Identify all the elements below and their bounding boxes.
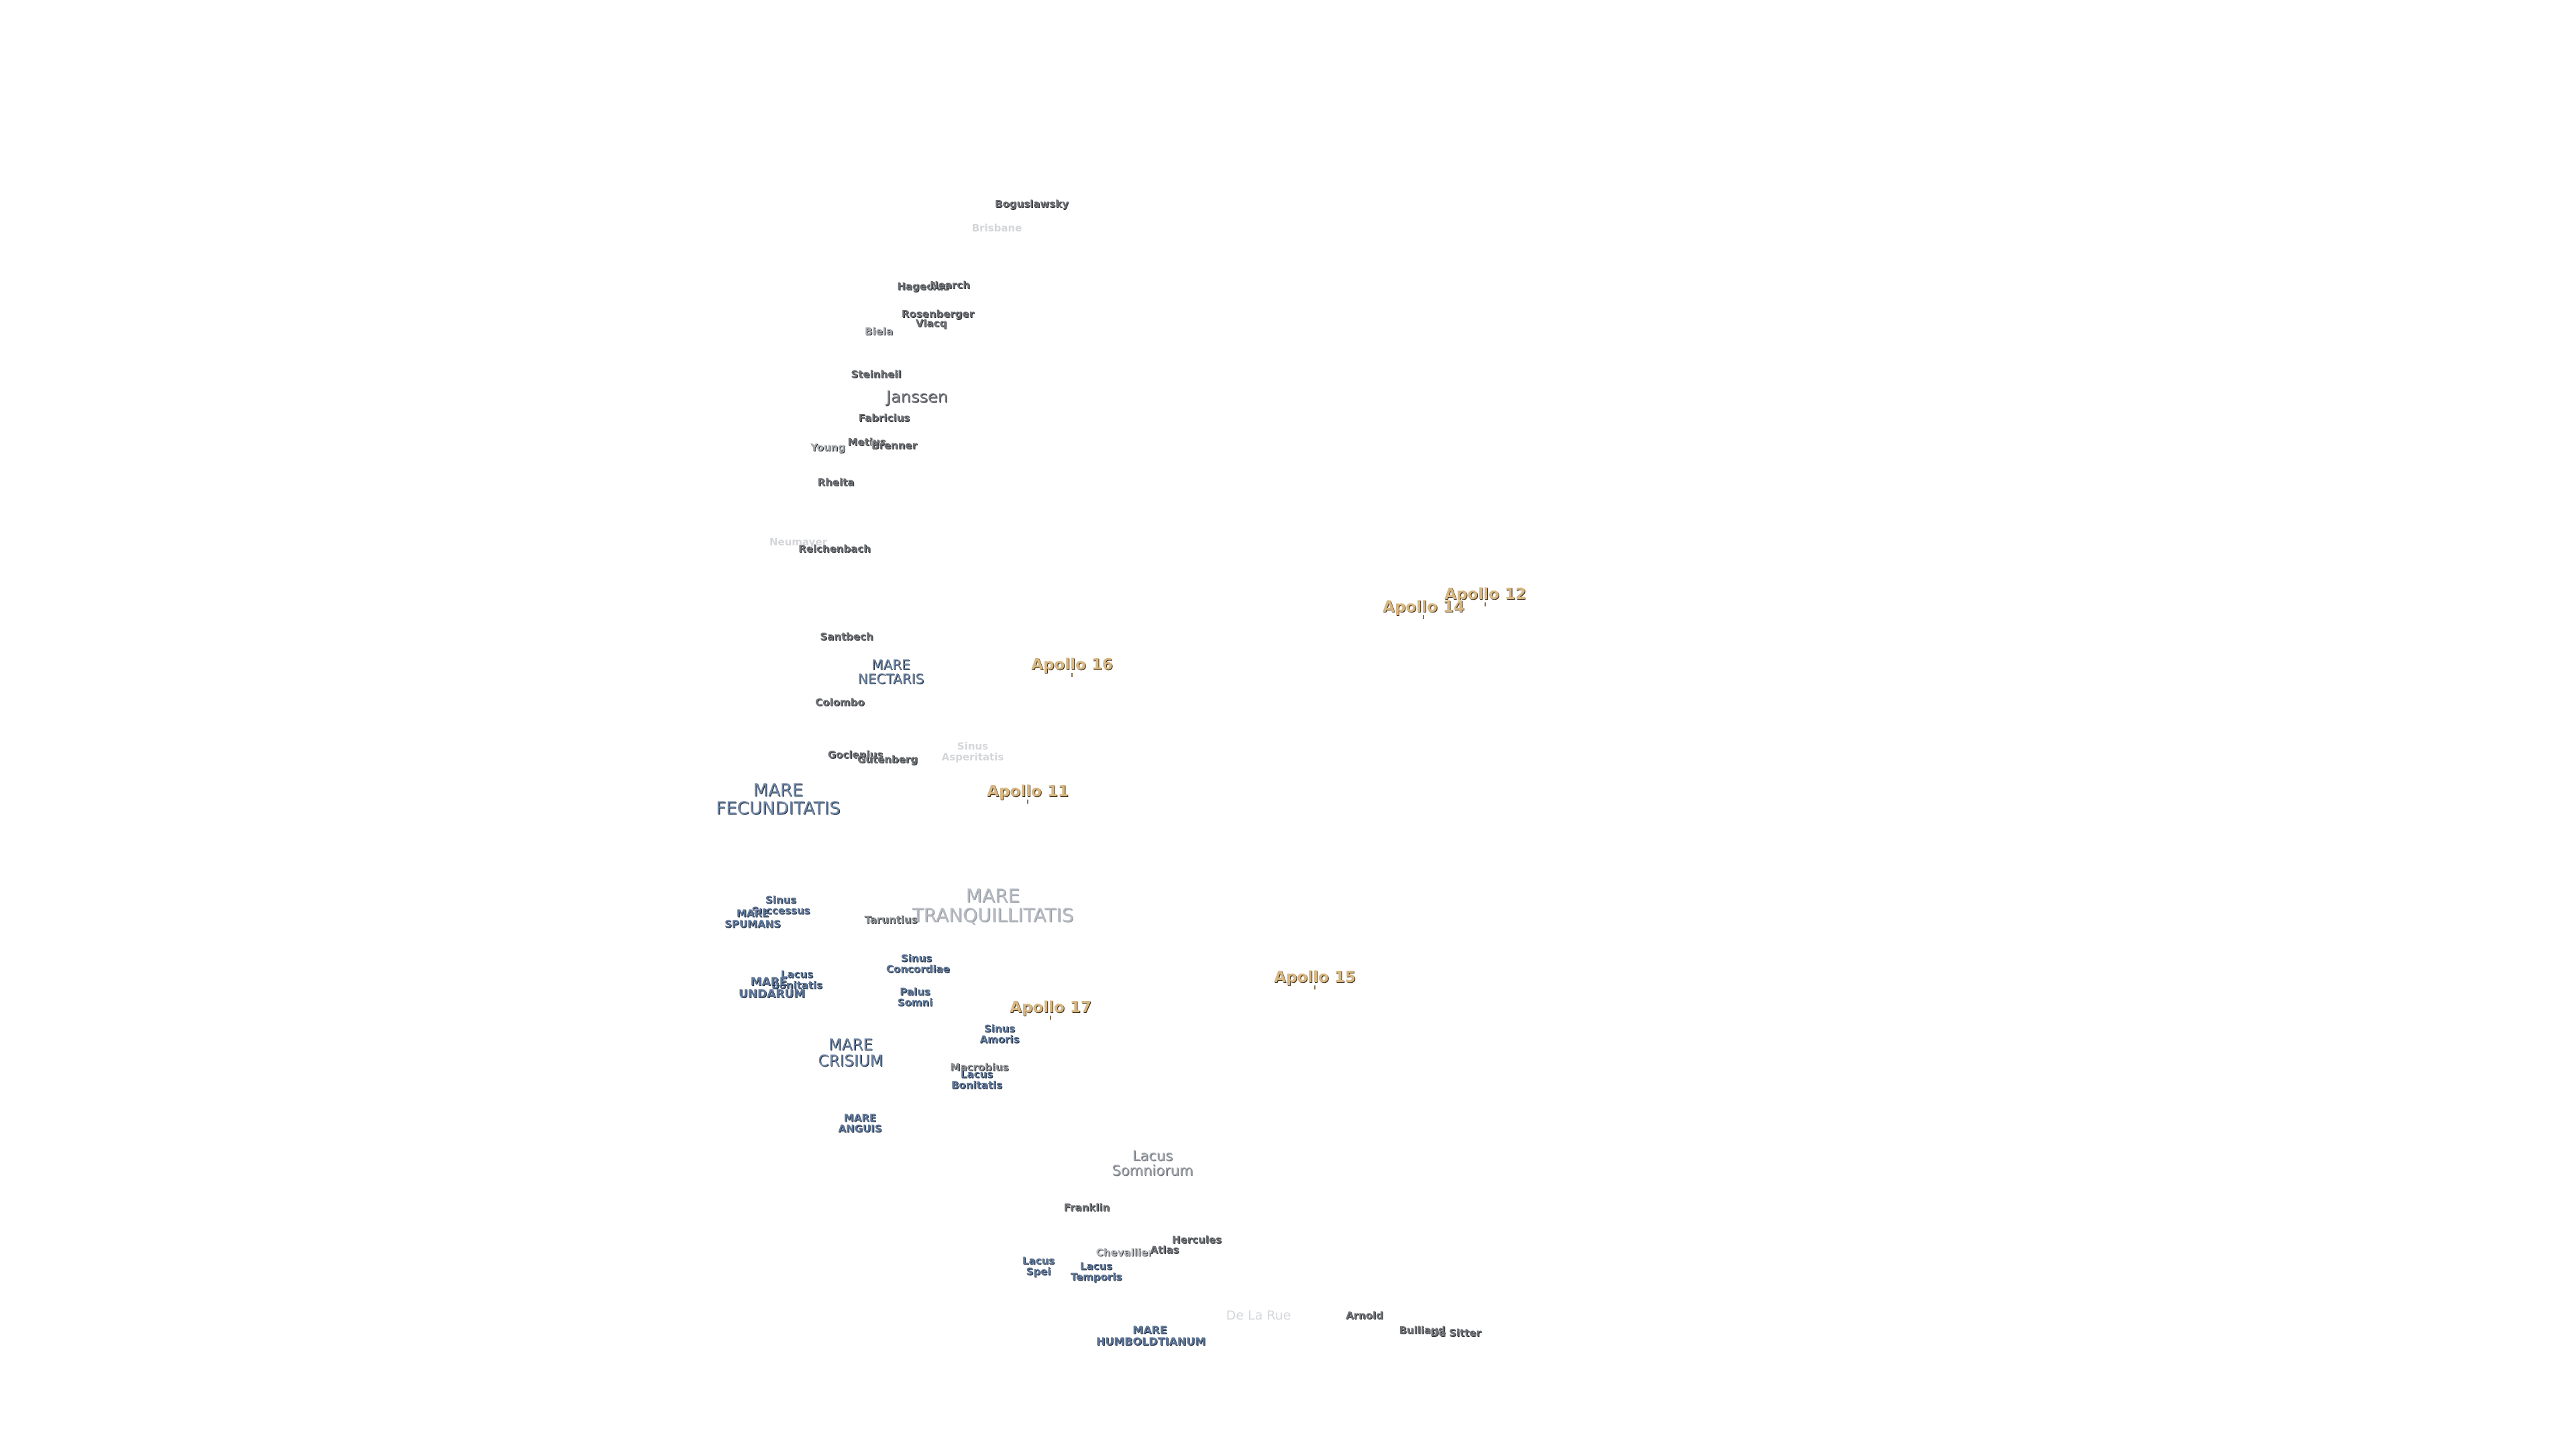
crater-label-rheita: Rheita [817, 476, 855, 489]
crater-label-santbech: Santbech [820, 631, 873, 643]
crater-label-vlacq: Vlacq [915, 317, 947, 330]
apollo-label-12[interactable]: Apollo 12 [1444, 585, 1526, 603]
apollo-marker-12[interactable] [1485, 602, 1486, 606]
crater-label-fabricius: Fabricius [858, 412, 910, 425]
crater-label-metius: Metius [847, 436, 886, 449]
crater-label-taruntius: Taruntius [864, 914, 918, 926]
crater-label-de-sitter: De Sitter [1430, 1327, 1481, 1340]
apollo-marker-11[interactable] [1027, 800, 1028, 804]
crater-label-colombo: Colombo [815, 696, 865, 709]
crater-label-boguslawsky: Boguslawsky [995, 198, 1069, 211]
mare-label-tranquillitatis: MARE TRANQUILLITATIS [912, 884, 1074, 926]
mare-label-humboldtianum: MARE HUMBOLDTIANUM [1096, 1324, 1206, 1348]
crater-label-hagecius: Hagecius [897, 280, 949, 293]
mare-label-sinus-amoris: Sinus Amoris [979, 1022, 1020, 1045]
mare-label-palus-somni: Palus Somni [897, 985, 933, 1008]
faint-label-sinus-asperitatis: Sinus Asperitatis [941, 740, 1004, 763]
faint-label-brisbane: Brisbane [971, 222, 1022, 235]
mare-label-anguis: MARE ANGUIS [838, 1112, 882, 1134]
apollo-marker-17[interactable] [1050, 1016, 1051, 1020]
apollo-marker-14[interactable] [1423, 615, 1424, 619]
mare-label-lacus-temporis: Lacus Temporis [1070, 1260, 1122, 1283]
crater-label-hercules: Hercules [1172, 1234, 1222, 1246]
crater-label-franklin: Franklin [1063, 1201, 1110, 1214]
crater-label-steinheil: Steinheil [851, 368, 902, 381]
mare-label-sinus-concordiae: Sinus Concordiae [886, 952, 950, 975]
crater-label-biela: Biela [864, 325, 894, 338]
apollo-label-15[interactable]: Apollo 15 [1274, 968, 1356, 986]
apollo-label-17[interactable]: Apollo 17 [1010, 998, 1091, 1016]
apollo-marker-15[interactable] [1314, 985, 1316, 989]
mare-label-nectaris: MARE NECTARIS [857, 657, 924, 687]
apollo-marker-16[interactable] [1071, 673, 1073, 677]
mare-label-lacus-bonitatis: Lacus Bonitatis [771, 968, 823, 991]
crater-label-goclenius: Goclenius [827, 749, 883, 761]
faint-label-neumayer: Neumayer [769, 536, 828, 549]
crater-label-reichenbach: Reichenbach [798, 543, 871, 555]
crater-label-nearch: Nearch [930, 279, 970, 292]
crater-label-brenner: Brenner [871, 439, 917, 452]
mare-label-spumans: MARE SPUMANS [724, 907, 781, 930]
crater-label-bulliaud: Bulliaud [1399, 1324, 1446, 1337]
apollo-label-11[interactable]: Apollo 11 [987, 782, 1069, 800]
crater-label-atlas: Atlas [1150, 1244, 1179, 1256]
mare-label-fecunditatis: MARE FECUNDITATIS [716, 780, 841, 819]
apollo-label-16[interactable]: Apollo 16 [1031, 655, 1113, 674]
crater-label-gutenberg: Gutenberg [857, 753, 918, 766]
apollo-label-14[interactable]: Apollo 14 [1383, 598, 1464, 616]
mare-label-undarum: MARE UNDARUM [739, 975, 806, 1001]
faint-label-de-la-rue: De La Rue [1226, 1308, 1291, 1324]
mare-label-lacus-somniorum: Lacus Somniorum [1112, 1147, 1193, 1179]
crater-label-macrobius: Macrobius [950, 1061, 1009, 1074]
mare-label-lacus-bonitatis-inner: Lacus Bonitatis [951, 1068, 1003, 1091]
mare-label-sinus-successus: Sinus Successus [751, 894, 810, 916]
crater-label-rosenberger: Rosenberger [901, 308, 975, 321]
mare-label-crisium: MARE CRISIUM [818, 1036, 883, 1070]
mare-label-lacus-spei: Lacus Spei [1022, 1254, 1055, 1277]
crater-label-arnold: Arnold [1346, 1309, 1383, 1322]
crater-label-young: Young [810, 441, 845, 454]
crater-label-chevallier: Chevallier [1095, 1246, 1153, 1259]
crater-label-janssen: Janssen [886, 387, 948, 407]
